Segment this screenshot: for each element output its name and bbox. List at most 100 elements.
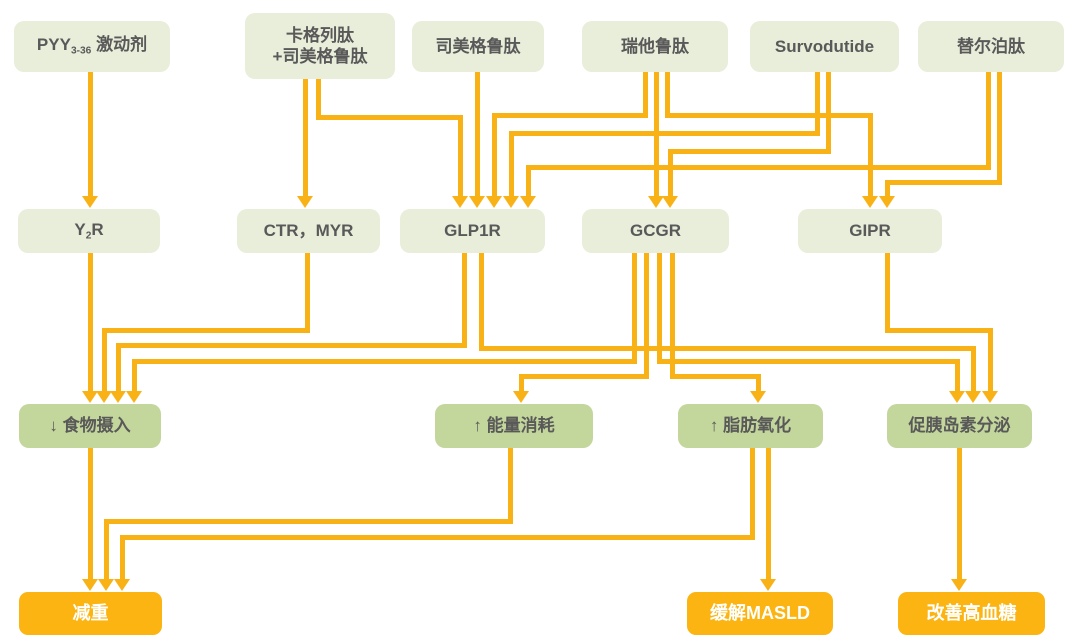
arrow-segment [664, 72, 670, 118]
node-semaglutide: 司美格鲁肽 [412, 21, 544, 72]
arrow-segment [101, 327, 310, 333]
arrow-segment [508, 130, 820, 136]
arrow-segment [478, 253, 484, 351]
arrow-segment [315, 114, 463, 120]
node-masld-relief: 缓解MASLD [687, 592, 833, 635]
node-label: ↑ 脂肪氧化 [709, 416, 792, 436]
arrowhead-icon [750, 391, 766, 403]
arrowhead-icon [82, 196, 98, 208]
node-label: GLP1R [444, 221, 501, 241]
node-cagrilintide-semaglutide: 卡格列肽+司美格鲁肽 [245, 13, 395, 79]
node-glp1r: GLP1R [400, 209, 545, 253]
arrow-segment [643, 253, 649, 379]
node-food-intake: ↓ 食物摄入 [19, 404, 161, 448]
node-gipr: GIPR [798, 209, 942, 253]
arrow-segment [103, 518, 513, 524]
arrowhead-icon [110, 391, 126, 403]
arrowhead-icon [114, 579, 130, 591]
arrow-segment [115, 342, 467, 348]
arrow-segment [669, 253, 675, 379]
node-label: ↓ 食物摄入 [49, 416, 131, 436]
arrow-segment [631, 253, 637, 364]
node-energy-expenditure: ↑ 能量消耗 [435, 404, 593, 448]
arrowhead-icon [965, 391, 981, 403]
arrow-segment [884, 179, 1002, 185]
arrow-segment [884, 327, 993, 333]
arrow-segment [867, 112, 873, 197]
node-label: Survodutide [774, 36, 875, 56]
arrow-segment [656, 358, 960, 364]
node-label: 卡格列肽+司美格鲁肽 [272, 25, 368, 66]
arrow-segment [508, 130, 514, 197]
arrowhead-icon [469, 196, 485, 208]
node-label: 促胰岛素分泌 [908, 416, 1011, 436]
arrow-segment [814, 72, 820, 136]
node-label: PYY3-36 激动剂 [36, 35, 148, 57]
arrow-segment [115, 342, 121, 392]
node-hyperglycemia-improvement: 改善高血糖 [898, 592, 1045, 635]
arrowhead-icon [879, 196, 895, 208]
arrow-segment [987, 327, 993, 392]
node-insulin-secretion: 促胰岛素分泌 [887, 404, 1032, 448]
arrowhead-icon [520, 196, 536, 208]
node-label: Y2R [74, 219, 104, 242]
arrow-segment [765, 448, 771, 580]
arrow-segment [825, 72, 831, 154]
arrow-segment [518, 373, 649, 379]
node-label: ↑ 能量消耗 [473, 416, 555, 436]
node-weight-loss: 减重 [19, 592, 162, 635]
arrow-segment [474, 72, 480, 197]
arrow-segment [461, 253, 467, 348]
arrow-segment [491, 112, 497, 197]
arrow-segment [87, 448, 93, 580]
node-label: CTR，MYR [263, 221, 354, 241]
arrowhead-icon [486, 196, 502, 208]
node-label: GCGR [630, 221, 681, 241]
arrow-segment [669, 373, 761, 379]
node-y2r: Y2R [18, 209, 160, 253]
node-label: GIPR [849, 221, 891, 241]
arrow-segment [131, 358, 637, 364]
node-label: 司美格鲁肽 [435, 36, 521, 56]
node-label: 瑞他鲁肽 [621, 36, 689, 56]
arrow-segment [985, 72, 991, 170]
arrow-segment [119, 534, 125, 580]
node-fat-oxidation: ↑ 脂肪氧化 [678, 404, 823, 448]
arrowhead-icon [126, 391, 142, 403]
arrow-segment [87, 253, 93, 392]
arrow-segment [304, 253, 310, 333]
arrow-segment [884, 179, 890, 197]
arrow-segment [518, 373, 524, 392]
arrow-segment [656, 253, 662, 364]
arrow-segment [478, 345, 976, 351]
arrowhead-icon [648, 196, 664, 208]
arrow-segment [525, 164, 531, 197]
arrowhead-icon [662, 196, 678, 208]
arrow-segment [315, 79, 321, 120]
node-pyy-agonist: PYY3-36 激动剂 [14, 21, 170, 72]
node-tirzepatide: 替尔泊肽 [918, 21, 1064, 72]
arrowhead-icon [862, 196, 878, 208]
arrowhead-icon [982, 391, 998, 403]
arrow-segment [956, 448, 962, 580]
arrow-segment [103, 518, 109, 580]
arrow-segment [131, 358, 137, 392]
node-label: 缓解MASLD [710, 603, 810, 624]
arrow-segment [491, 112, 648, 118]
arrowhead-icon [96, 391, 112, 403]
arrowhead-icon [513, 391, 529, 403]
node-label: 改善高血糖 [926, 603, 1017, 624]
arrow-segment [642, 72, 648, 118]
arrow-segment [457, 114, 463, 197]
arrowhead-icon [951, 579, 967, 591]
arrow-segment [954, 358, 960, 392]
arrow-segment [667, 148, 831, 154]
arrowhead-icon [452, 196, 468, 208]
node-survodutide: Survodutide [750, 21, 899, 72]
node-label: 减重 [72, 603, 109, 624]
arrow-segment [525, 164, 991, 170]
arrow-segment [755, 373, 761, 392]
arrowhead-icon [503, 196, 519, 208]
node-label: 替尔泊肽 [957, 36, 1025, 56]
